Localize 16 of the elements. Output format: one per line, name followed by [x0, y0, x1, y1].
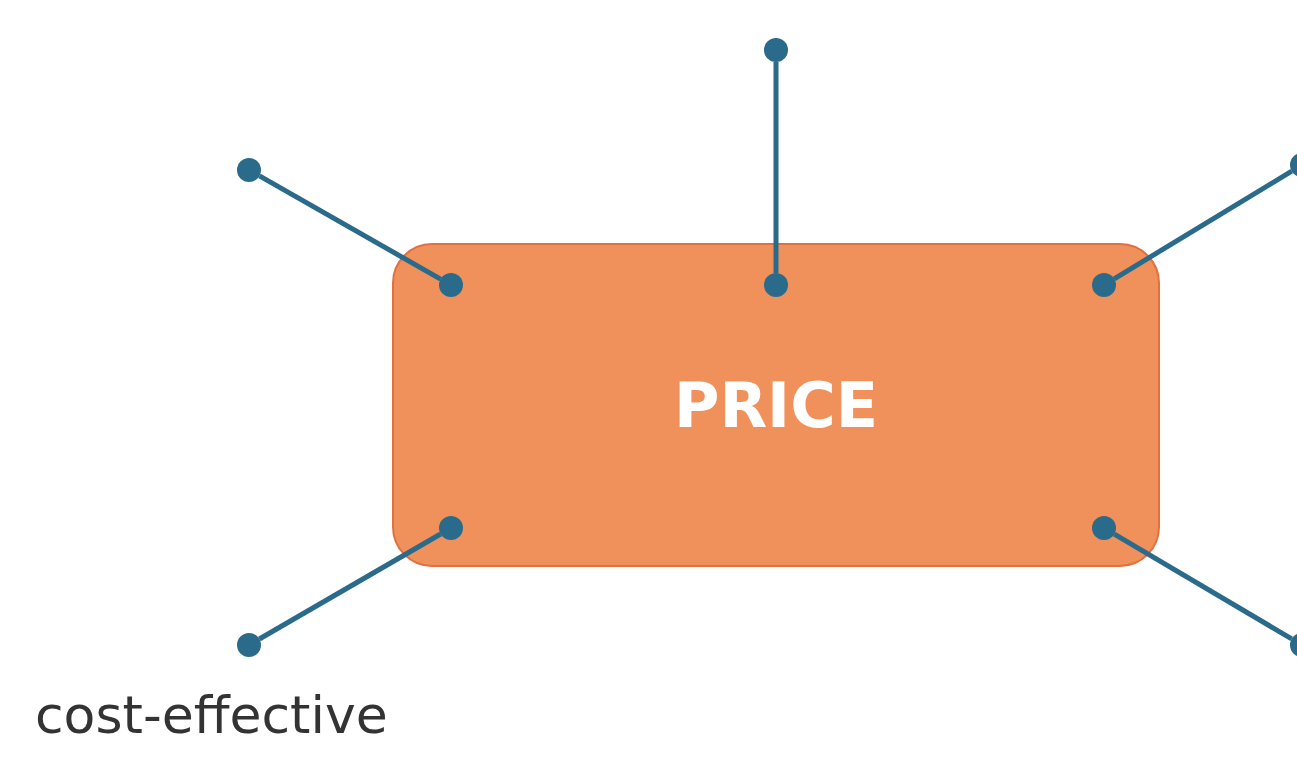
price-box — [392, 243, 1160, 567]
dot — [764, 38, 788, 62]
leader-line — [1112, 169, 1294, 281]
dot — [237, 158, 261, 182]
dot — [764, 273, 788, 297]
dot — [439, 273, 463, 297]
dot-caption: cost-effective — [35, 685, 388, 745]
leader-line — [1113, 531, 1293, 642]
leader-line — [773, 62, 779, 273]
dot — [1092, 516, 1116, 540]
box-title: PRICE — [673, 368, 879, 442]
leader-line — [258, 173, 442, 282]
dot — [237, 633, 261, 657]
leader-line — [258, 531, 442, 642]
dot — [439, 516, 463, 540]
dot — [1092, 273, 1116, 297]
